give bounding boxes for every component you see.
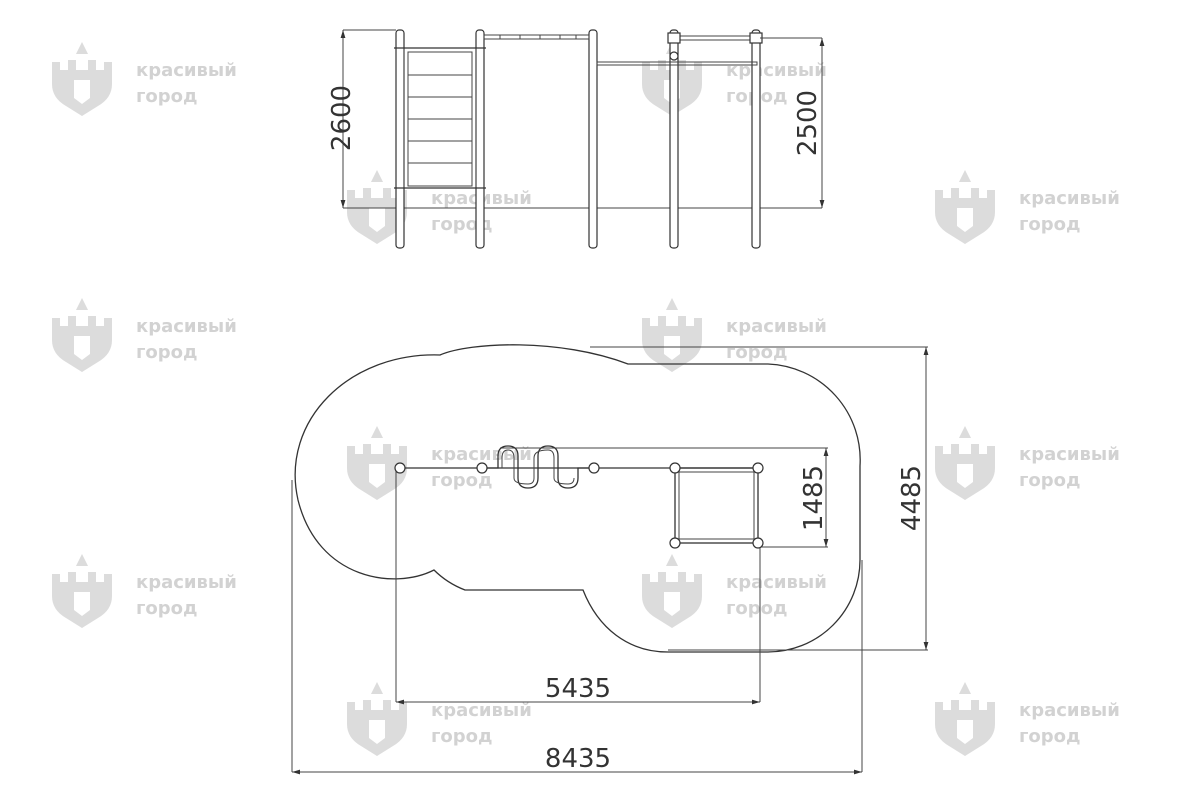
watermark-line1: красивый	[431, 700, 532, 721]
top-bar	[677, 35, 753, 41]
dimension-front-left-height: 2600	[327, 85, 357, 151]
watermark-line1: красивый	[431, 444, 532, 465]
watermark-line1: красивый	[726, 60, 827, 81]
watermark-layer: красивый город красивый город красивый г…	[52, 42, 1120, 756]
post-1	[395, 29, 405, 249]
post-5	[751, 29, 761, 249]
plan-view: 1485 4485 5435 8435	[291, 344, 929, 775]
front-elevation: 2600 2500	[327, 29, 825, 249]
watermark-line1: красивый	[726, 316, 827, 337]
watermark-line2: город	[1019, 214, 1081, 235]
plan-post	[588, 462, 600, 474]
monkey-bar	[483, 34, 590, 40]
plan-post	[394, 462, 406, 474]
snake-bar	[482, 445, 594, 489]
watermark-line2: город	[431, 470, 493, 491]
dimension-total-depth: 4485	[897, 465, 927, 531]
watermark-line2: город	[136, 86, 198, 107]
post-2	[475, 29, 485, 249]
ladder-frame	[403, 47, 477, 189]
monkey-bar-rungs	[499, 35, 577, 39]
watermark-line1: красивый	[1019, 444, 1120, 465]
watermark-line1: красивый	[136, 572, 237, 593]
dimension-inner-depth: 1485	[799, 465, 829, 531]
watermark-line2: город	[726, 342, 788, 363]
plan-post	[476, 462, 488, 474]
ladder-rungs	[408, 74, 472, 164]
dimension-front-right-height: 2500	[793, 90, 823, 156]
watermark-line1: красивый	[1019, 188, 1120, 209]
watermark-line1: красивый	[136, 60, 237, 81]
bar-clamp-left	[667, 32, 681, 44]
post-3	[588, 29, 598, 249]
watermark-line2: город	[726, 598, 788, 619]
watermark-line1: красивый	[1019, 700, 1120, 721]
dimension-inner-length: 5435	[545, 674, 611, 704]
watermark-line2: город	[431, 726, 493, 747]
watermark-line2: город	[1019, 470, 1081, 491]
plan-post	[752, 537, 764, 549]
post-4	[669, 29, 679, 249]
plan-post	[752, 462, 764, 474]
watermark-line2: город	[136, 598, 198, 619]
bar-clamp	[669, 51, 679, 61]
watermark-line2: город	[1019, 726, 1081, 747]
watermark-line1: красивый	[726, 572, 827, 593]
watermark-line2: город	[136, 342, 198, 363]
dimension-total-length: 8435	[545, 744, 611, 774]
watermark-line1: красивый	[136, 316, 237, 337]
square-frame	[674, 467, 759, 544]
middle-bar	[596, 61, 758, 66]
plan-post	[669, 462, 681, 474]
safety-zone-outline	[294, 344, 861, 653]
plan-post	[669, 537, 681, 549]
